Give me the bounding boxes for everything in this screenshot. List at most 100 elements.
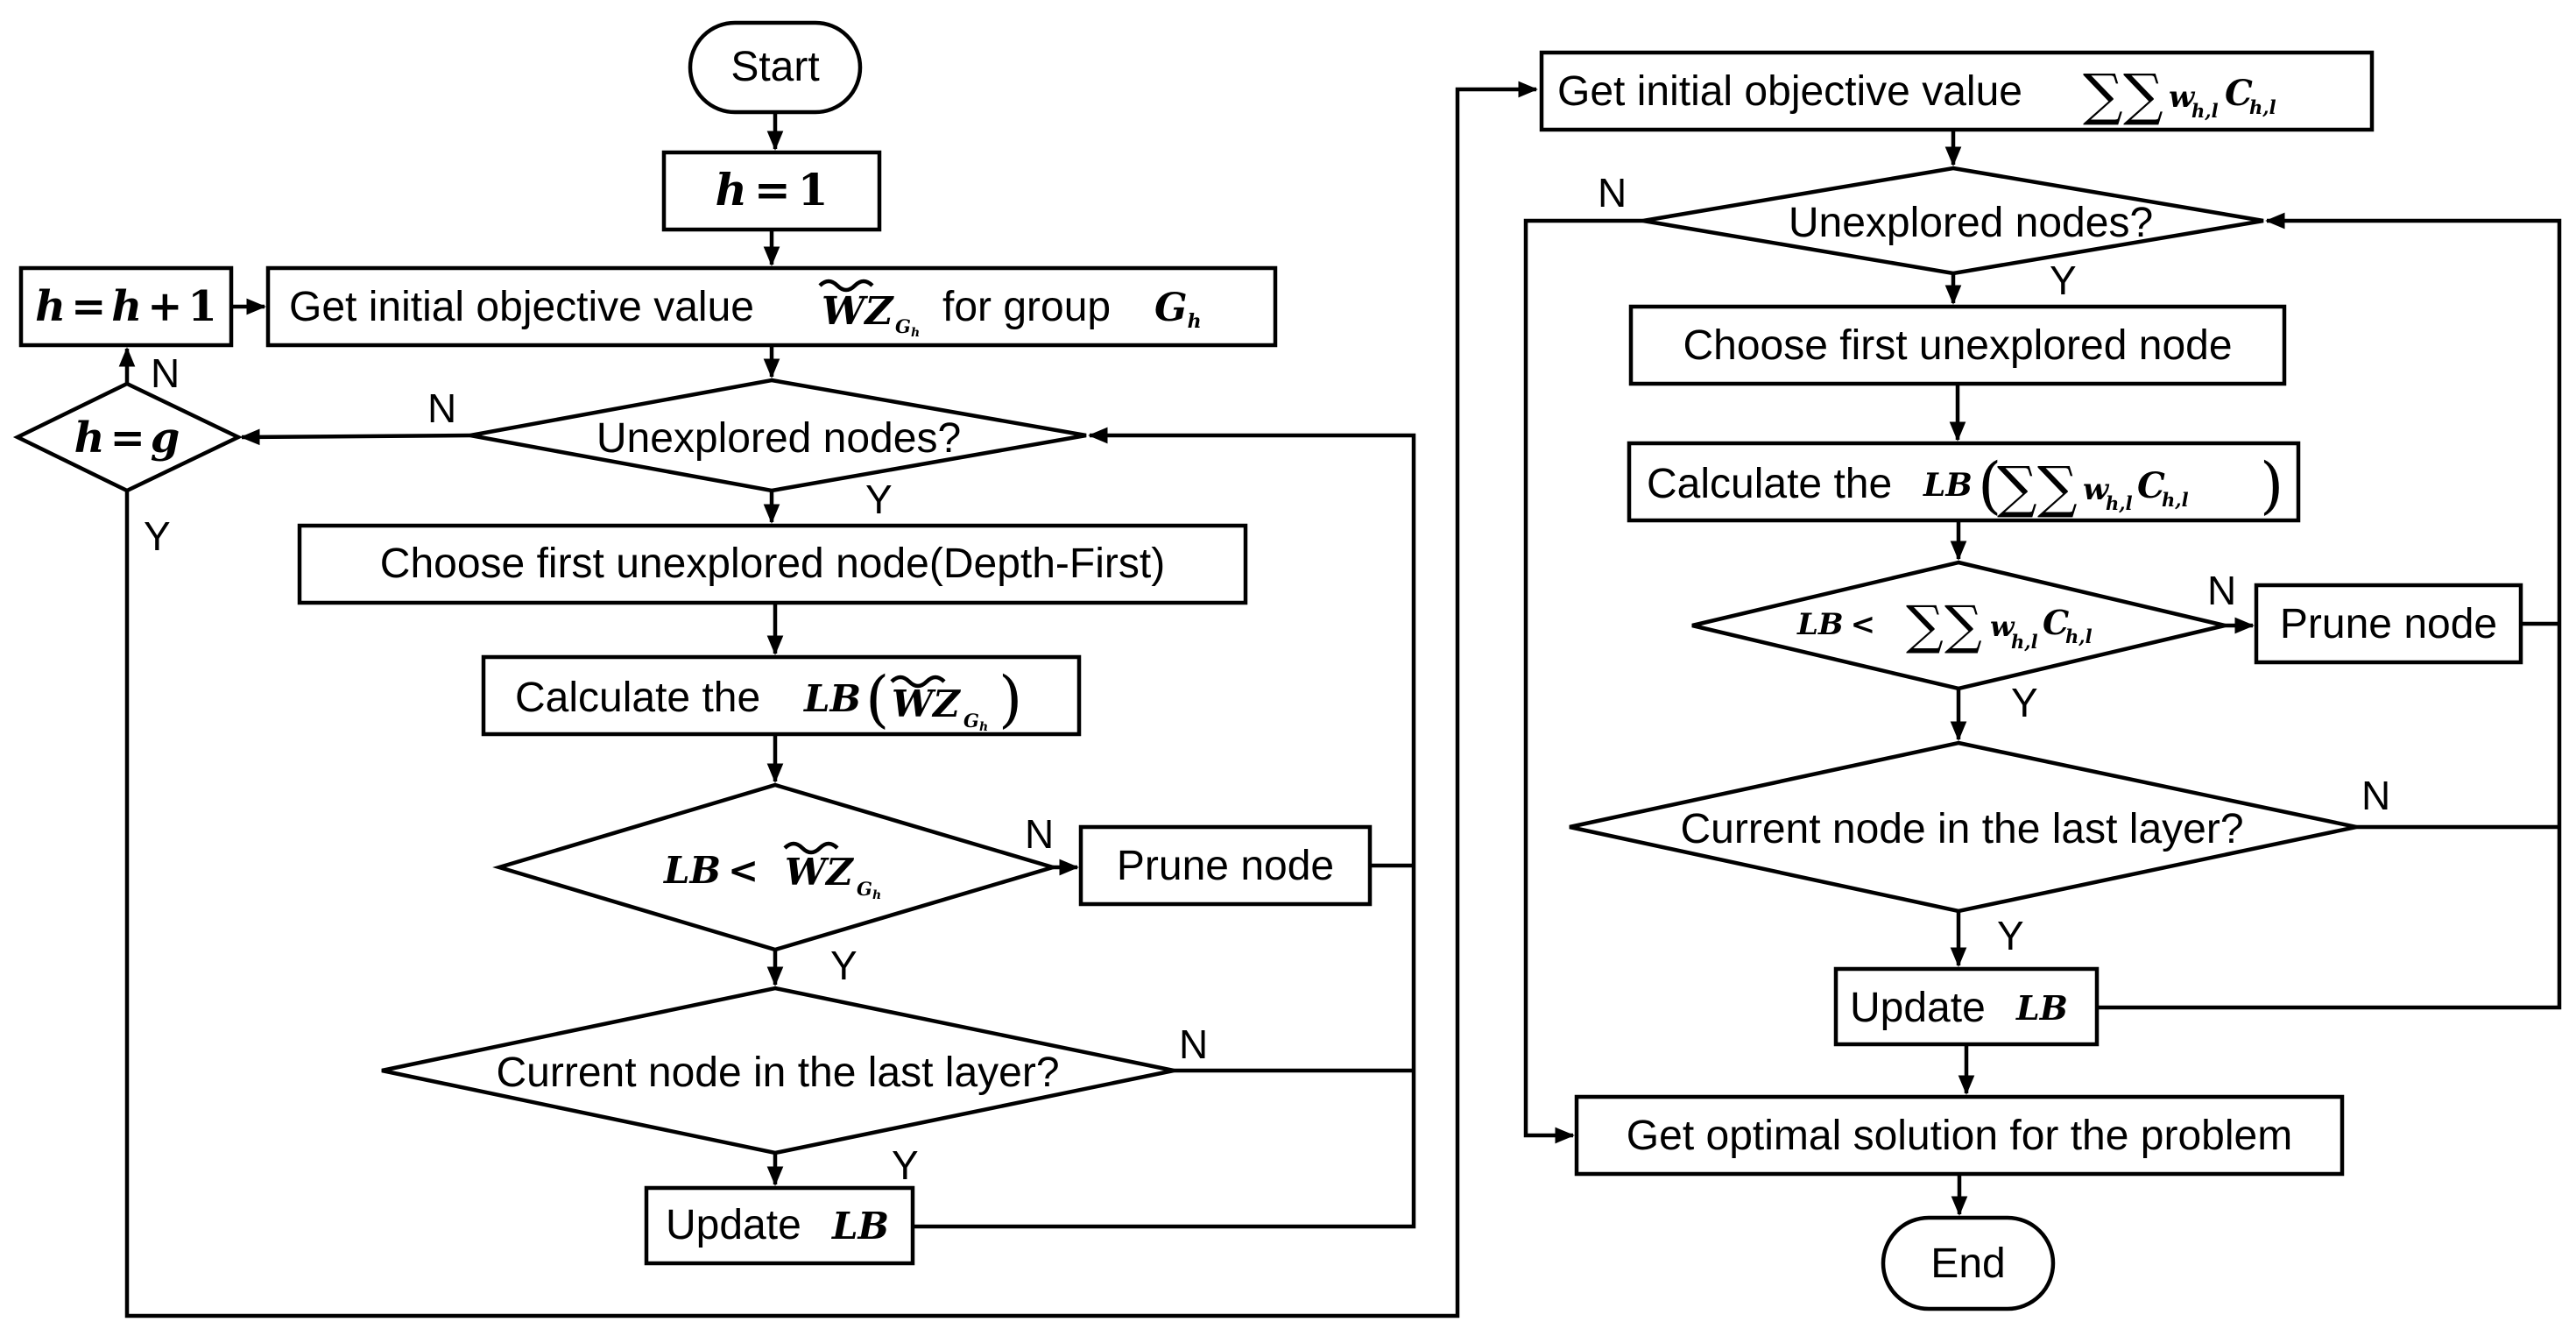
open-paren-left: ( — [865, 663, 889, 735]
label-yes: Y — [2050, 258, 2077, 303]
wz-subscript: Gh — [963, 710, 988, 734]
prune-node-box-right: Prune node — [2254, 583, 2523, 665]
label-yes: Y — [830, 943, 857, 988]
weight-symbol: w — [2169, 80, 2196, 115]
last-layer-label-left: Current node in the last layer? — [496, 1050, 1059, 1096]
h-equals-g-decision: h=g — [12, 381, 243, 493]
completion-subscript: h,l — [2065, 626, 2093, 647]
sum-symbol: ∑ — [1906, 595, 1944, 656]
completion-subscript: h,l — [2162, 489, 2189, 511]
get-initial-group-text: Get initial objective value — [289, 284, 754, 330]
last-layer-label-right: Current node in the last layer? — [1680, 806, 2243, 852]
choose-node-label-right: Choose first unexplored node — [1683, 322, 2232, 369]
label-yes: Y — [892, 1142, 919, 1188]
arrow-h-eq-g-yes-to-right — [124, 81, 1538, 1318]
label-no: N — [1025, 811, 1054, 857]
update-lb-box-left: Update LB — [644, 1185, 915, 1266]
calculate-lb-text-right: Calculate the — [1647, 461, 1892, 507]
unexplored-nodes-decision-right: Unexplored nodes? — [1642, 166, 2264, 276]
tilde-mark — [818, 279, 874, 293]
arrow-unexplored-no-to-h-eq-g — [240, 428, 471, 446]
completion-symbol: C — [2043, 603, 2069, 642]
left-branch-labels: N N Y Y N Y N Y — [144, 350, 1208, 1188]
init-h-box: h=1 — [661, 150, 882, 232]
update-text-left: Update — [666, 1202, 801, 1248]
update-lb-box-right: Update LB — [1833, 966, 2100, 1047]
completion-symbol: C — [2137, 465, 2165, 506]
label-no: N — [1179, 1021, 1208, 1067]
compare-lb-symbol-right: LB< — [1796, 607, 1875, 642]
start-label: Start — [730, 44, 819, 90]
completion-symbol: C — [2225, 73, 2253, 114]
get-optimal-solution-label: Get optimal solution for the problem — [1627, 1113, 2292, 1159]
sum-symbol: ∑ — [2037, 456, 2078, 520]
group-symbol: Gh — [1154, 286, 1202, 333]
label-no: N — [151, 350, 180, 396]
increment-h-formula: h=h+1 — [35, 282, 217, 331]
lb-symbol-left: LB — [803, 677, 861, 720]
right-connectors — [1523, 130, 2562, 1216]
choose-node-box-right: Choose first unexplored node — [1628, 304, 2287, 386]
label-no: N — [427, 385, 456, 431]
wz-symbol: WZ — [785, 851, 854, 894]
label-yes: Y — [144, 513, 171, 559]
for-group-text: for group — [942, 284, 1111, 330]
completion-subscript: h,l — [2249, 96, 2276, 118]
update-lb-symbol-right: LB — [2015, 988, 2068, 1028]
label-no: N — [2207, 568, 2236, 613]
left-connectors — [118, 81, 1538, 1318]
choose-node-box-left: Choose first unexplored node(Depth-First… — [297, 523, 1248, 605]
label-yes: Y — [2011, 680, 2038, 725]
calculate-lb-box-right: Calculate the LB ( ∑ ∑ w h,l C h,l ) — [1627, 441, 2301, 523]
choose-node-label-left: Choose first unexplored node(Depth-First… — [380, 541, 1165, 587]
close-paren-right: ) — [2260, 449, 2283, 521]
prune-node-label-right: Prune node — [2280, 601, 2497, 647]
label-yes: Y — [865, 477, 893, 522]
sum-symbol: ∑ — [1944, 595, 1982, 656]
h-equals-g-formula: h=g — [74, 414, 180, 463]
end-terminal: End — [1881, 1215, 2056, 1311]
increment-h-box: h=h+1 — [18, 265, 234, 348]
label-no: N — [2361, 773, 2390, 818]
label-yes: Y — [1997, 913, 2024, 958]
update-text-right: Update — [1850, 985, 1986, 1031]
weight-subscript: h,l — [2191, 100, 2219, 122]
tilde-mark — [783, 841, 839, 855]
calculate-lb-box-left: Calculate the LB ( WZ Gh ) — [481, 654, 1082, 737]
close-paren-left: ) — [999, 663, 1022, 735]
prune-node-label-left: Prune node — [1117, 843, 1334, 889]
unexplored-nodes-label-right: Unexplored nodes? — [1789, 200, 2153, 246]
lb-compare-decision-left: LB< WZ Gh — [492, 782, 1060, 952]
label-no: N — [1598, 170, 1627, 216]
weight-subscript: h,l — [2106, 492, 2133, 514]
get-optimal-solution-box: Get optimal solution for the problem — [1574, 1094, 2345, 1177]
calculate-lb-text-left: Calculate the — [515, 675, 760, 721]
wz-subscript: Gh — [895, 315, 920, 340]
weight-symbol: w — [2083, 472, 2110, 507]
get-initial-total-value-box: Get initial objective value ∑ ∑ w h,l C … — [1539, 50, 2375, 132]
unexplored-nodes-label-left: Unexplored nodes? — [596, 415, 961, 462]
last-layer-decision-left: Current node in the last layer? — [381, 986, 1175, 1156]
sum-symbol: ∑ — [1997, 456, 2037, 520]
start-terminal: Start — [688, 20, 863, 115]
last-layer-decision-right: Current node in the last layer? — [1569, 740, 2357, 914]
compare-lb-symbol-left: LB< — [663, 849, 759, 892]
loop-back-to-unexplored-left — [913, 427, 1416, 1229]
lb-symbol-right: LB — [1923, 467, 1973, 504]
tilde-mark — [890, 675, 946, 689]
prune-node-box-left: Prune node — [1078, 824, 1373, 907]
get-initial-group-value-box: Get initial objective value WZ Gh for gr… — [265, 265, 1278, 348]
weight-symbol: w — [1990, 610, 2015, 643]
right-branch-labels: N Y N Y N Y — [1598, 170, 2390, 958]
sum-symbol: ∑ — [2123, 63, 2163, 128]
get-initial-total-text: Get initial objective value — [1557, 68, 2022, 115]
end-label: End — [1930, 1241, 2005, 1287]
update-lb-symbol-left: LB — [831, 1205, 889, 1248]
sum-symbol: ∑ — [2083, 63, 2123, 128]
weight-subscript: h,l — [2011, 631, 2038, 653]
open-paren-right: ( — [1978, 449, 2001, 521]
wz-symbol: WZ — [892, 682, 961, 725]
arrow-unexplored-no-to-optimal — [1523, 218, 1643, 1144]
wz-symbol: WZ — [822, 289, 894, 334]
